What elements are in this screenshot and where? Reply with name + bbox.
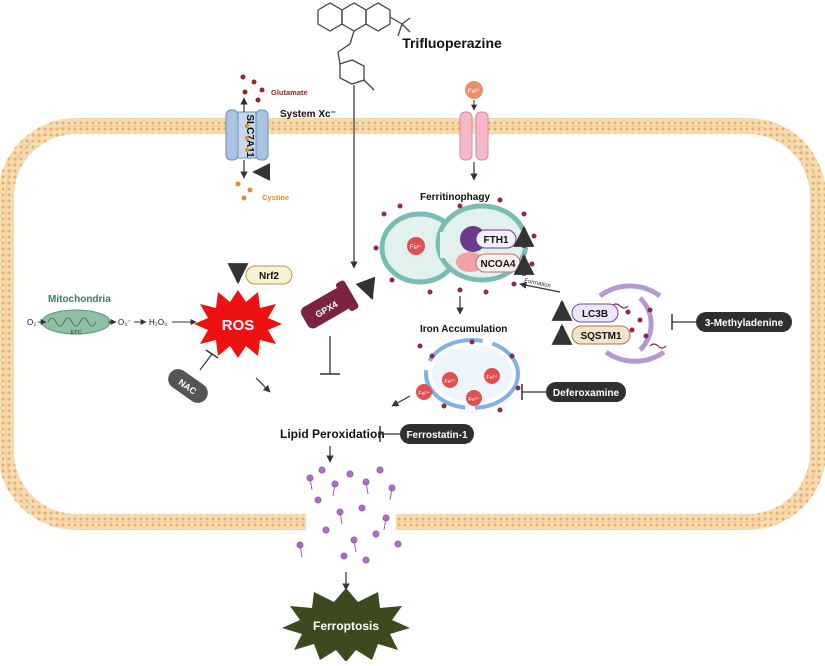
phagophore-squiggles — [611, 303, 667, 349]
cell-membrane — [0, 118, 825, 530]
deferoxamine-pill — [546, 382, 626, 402]
fe-ion-top-label: Fe²⁺ — [468, 88, 480, 95]
etc-label: ETC — [71, 330, 82, 336]
nrf2-box — [245, 265, 293, 285]
ferrostatin-label: Ferrostatin-1 — [406, 430, 468, 441]
ncoa4-label: NCOA4 — [480, 259, 515, 270]
fe-pool-2 — [484, 368, 500, 384]
drug-label: Trifluoperazine — [402, 35, 502, 51]
glutamate-label: Glutamate — [271, 88, 308, 97]
slc7a11-label: SLC7A11 — [244, 114, 255, 158]
ferroptosis-starburst — [282, 588, 410, 662]
ferritinophagy-label: Ferritinophagy — [420, 192, 490, 203]
ferrostatin-pill — [400, 424, 474, 444]
trifluoperazine-structure — [317, 2, 411, 91]
methyladenine-pill — [696, 312, 792, 332]
glutamate-dots — [240, 74, 265, 103]
membrane-rupture — [306, 470, 396, 540]
o2-label: O₂ — [27, 318, 36, 327]
phagophore — [598, 283, 666, 364]
iron-channel — [459, 111, 489, 161]
nac-inhibit-bar — [205, 349, 219, 359]
fe-pool-4 — [416, 384, 432, 400]
broken-lipids — [296, 466, 402, 564]
ros-to-lipid-arrow — [255, 377, 271, 393]
gpx4-shape — [300, 280, 359, 329]
ferroptosis-label: Ferroptosis — [313, 619, 379, 633]
fe-ferritin-label: Fe²⁺ — [410, 244, 422, 251]
cystine-dots — [235, 123, 253, 201]
iron-pool-dots — [417, 339, 521, 413]
ros-label: ROS — [222, 317, 255, 334]
sqstm1-label: SQSTM1 — [580, 331, 622, 342]
fth1-label: FTH1 — [484, 235, 509, 246]
methyladenine-label: 3-Methyladenine — [705, 318, 784, 329]
formation-arrow — [519, 281, 561, 293]
fe-pool-3-label: Fe²⁺ — [468, 396, 479, 403]
fe-ferritin — [407, 237, 425, 255]
iron-to-lipid-arrow — [391, 395, 411, 407]
nac-pill — [168, 369, 208, 403]
system-xc-transporter — [225, 109, 269, 161]
formation-label: Formation — [524, 278, 552, 289]
iron-accumulation-label: Iron Accumulation — [420, 324, 507, 335]
lipid-peroxidation-label: Lipid Peroxidation — [280, 427, 385, 441]
fe-pool-1-label: Fe²⁺ — [444, 378, 455, 385]
mitochondria-label: Mitochondria — [48, 294, 111, 305]
system-xc-label: System Xc⁻ — [280, 109, 336, 120]
ros-starburst — [194, 290, 282, 358]
fe-pool-3 — [466, 390, 482, 406]
gpx4-down-arrow — [355, 276, 376, 300]
deferoxamine-label: Deferoxamine — [553, 388, 620, 399]
h2o2-label: H₂O₂ — [149, 318, 167, 327]
lc3b-label: LC3B — [582, 309, 608, 320]
fe-pool-1 — [442, 372, 458, 388]
nac-inhibit-line — [199, 353, 213, 371]
fe-pool-4-label: Fe²⁺ — [418, 390, 429, 397]
fe-ion-top — [465, 81, 483, 99]
nrf2-label: Nrf2 — [259, 271, 279, 282]
superoxide-label: O₂⁻ — [118, 318, 132, 327]
fe-pool-2-label: Fe²⁺ — [486, 374, 497, 381]
cystine-label: Cystine — [262, 193, 289, 202]
